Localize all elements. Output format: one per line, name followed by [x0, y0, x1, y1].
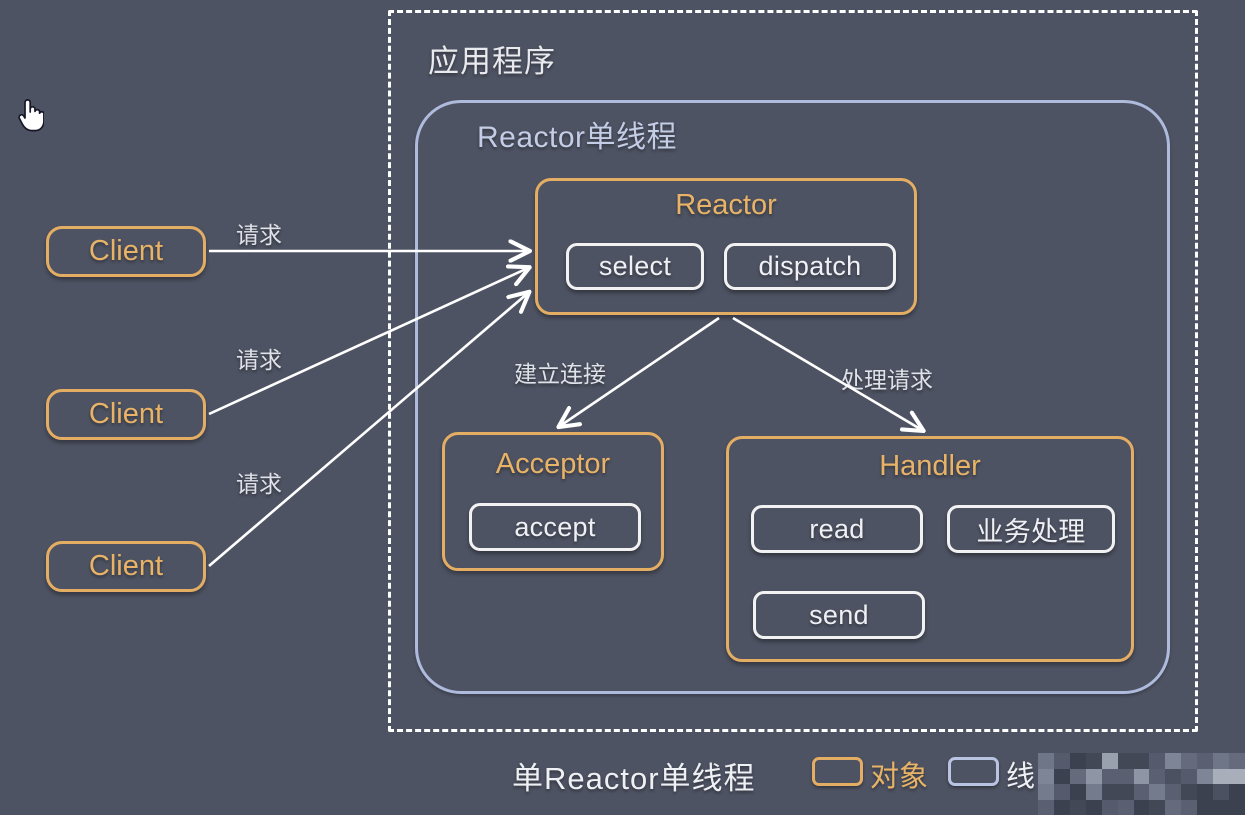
edge-label-establish-connection: 建立连接	[514, 361, 606, 387]
handler-method-read[interactable]: read	[751, 505, 923, 553]
handler-method-label: read	[809, 513, 865, 544]
legend-swatch-thread	[948, 757, 999, 786]
reactor-title: Reactor	[675, 189, 777, 221]
acceptor-box[interactable]: Acceptor accept	[442, 432, 664, 571]
handler-method-business[interactable]: 业务处理	[947, 505, 1115, 553]
client-3-edge-label: 请求	[236, 471, 282, 497]
client-label: Client	[88, 398, 164, 430]
client-box-3[interactable]: Client	[46, 541, 206, 592]
client-label: Client	[88, 235, 164, 267]
censored-mosaic-region	[1038, 753, 1245, 815]
reactor-method-label: select	[598, 251, 672, 281]
reactor-method-select[interactable]: select	[566, 243, 704, 290]
client-1-edge-label: 请求	[236, 222, 282, 248]
reactor-method-label: dispatch	[758, 251, 862, 281]
handler-box[interactable]: Handler read 业务处理 send	[726, 436, 1134, 662]
client-box-1[interactable]: Client	[46, 226, 206, 277]
handler-method-label: 业务处理	[976, 516, 1086, 547]
client-box-2[interactable]: Client	[46, 389, 206, 440]
legend-label-thread: 线	[1006, 761, 1036, 793]
legend-swatch-object	[812, 757, 863, 786]
diagram-caption: 单Reactor单线程	[512, 761, 756, 796]
client-label: Client	[88, 550, 164, 582]
acceptor-method-label: accept	[514, 511, 596, 542]
handler-method-send[interactable]: send	[753, 591, 925, 639]
acceptor-title: Acceptor	[495, 448, 611, 480]
application-title: 应用程序	[428, 44, 556, 79]
client-2-edge-label: 请求	[236, 347, 282, 373]
acceptor-method-accept[interactable]: accept	[469, 503, 641, 551]
legend-label-object: 对象	[870, 761, 929, 793]
reactor-box[interactable]: Reactor select dispatch	[535, 178, 917, 315]
pointing-hand-cursor	[18, 99, 44, 132]
handler-title: Handler	[879, 450, 981, 482]
edge-label-handle-request: 处理请求	[841, 367, 933, 393]
reactor-thread-title: Reactor单线程	[477, 121, 678, 154]
handler-method-label: send	[809, 599, 869, 630]
reactor-method-dispatch[interactable]: dispatch	[724, 243, 896, 290]
